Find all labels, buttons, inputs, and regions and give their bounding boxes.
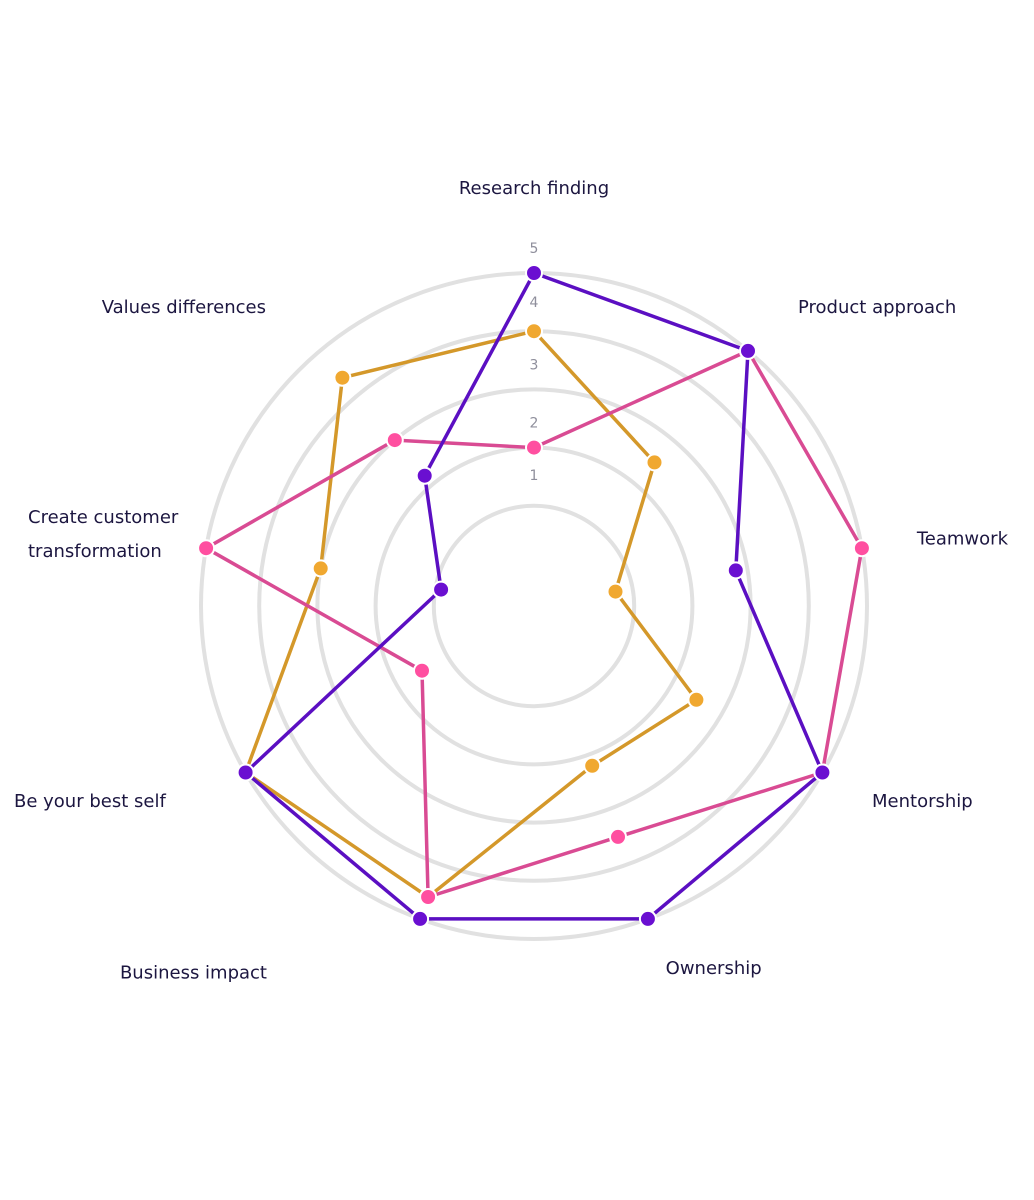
axis-label-2: Product approach: [798, 297, 956, 318]
axis-label-5: Ownership: [666, 958, 762, 979]
series-3-point-2[interactable]: [739, 341, 757, 360]
series-1-point-8[interactable]: [311, 559, 330, 578]
axis-label-4: Mentorship: [872, 791, 973, 812]
axis-label-7: Be your best self: [14, 791, 166, 812]
series-2-point-5[interactable]: [609, 827, 627, 846]
tick-layer: 1 2 3 4 5: [530, 241, 539, 484]
axis-label-6: Business impact: [120, 962, 267, 983]
series-3-point-7[interactable]: [236, 763, 255, 782]
tick-label-5: 5: [530, 241, 539, 257]
tick-label-4: 4: [530, 295, 539, 311]
series-3-point-6[interactable]: [411, 909, 430, 928]
axis-label-1: Research finding: [459, 178, 609, 199]
series-2-point-9[interactable]: [385, 431, 404, 450]
series-1-point-4[interactable]: [687, 690, 706, 709]
series-1: [236, 322, 706, 906]
tick-label-3: 3: [530, 357, 539, 373]
series-2-point-8[interactable]: [197, 539, 216, 558]
axis-label-9: Values differences: [102, 297, 266, 318]
series-3-point-4[interactable]: [813, 763, 832, 782]
grid-ring-4: [257, 329, 811, 883]
series-2-point-7[interactable]: [413, 661, 431, 680]
series-3-point-1[interactable]: [525, 264, 543, 282]
series-3-line: [243, 271, 825, 921]
series-3-point-9[interactable]: [415, 466, 434, 485]
series-2-point-1[interactable]: [525, 438, 543, 457]
series-layer: [197, 264, 871, 928]
series-3-point-3[interactable]: [726, 561, 745, 580]
tick-label-1: 1: [530, 468, 539, 484]
tick-label-2: 2: [530, 416, 539, 432]
series-1-point-5[interactable]: [583, 756, 602, 775]
series-1-point-9[interactable]: [333, 368, 352, 387]
series-1-point-3[interactable]: [606, 582, 625, 601]
series-2-point-3[interactable]: [852, 539, 871, 558]
series-2-point-6[interactable]: [419, 888, 438, 906]
series-1-point-2[interactable]: [645, 453, 664, 472]
series-2-line: [204, 349, 864, 899]
series-1-point-1[interactable]: [525, 322, 543, 341]
series-3: [236, 264, 832, 928]
series-3-point-8[interactable]: [432, 580, 451, 599]
series-3-point-5[interactable]: [638, 909, 657, 928]
grid-ring-1: [431, 503, 637, 709]
series-1-line: [243, 329, 699, 899]
axis-label-3: Teamwork: [916, 528, 1009, 549]
